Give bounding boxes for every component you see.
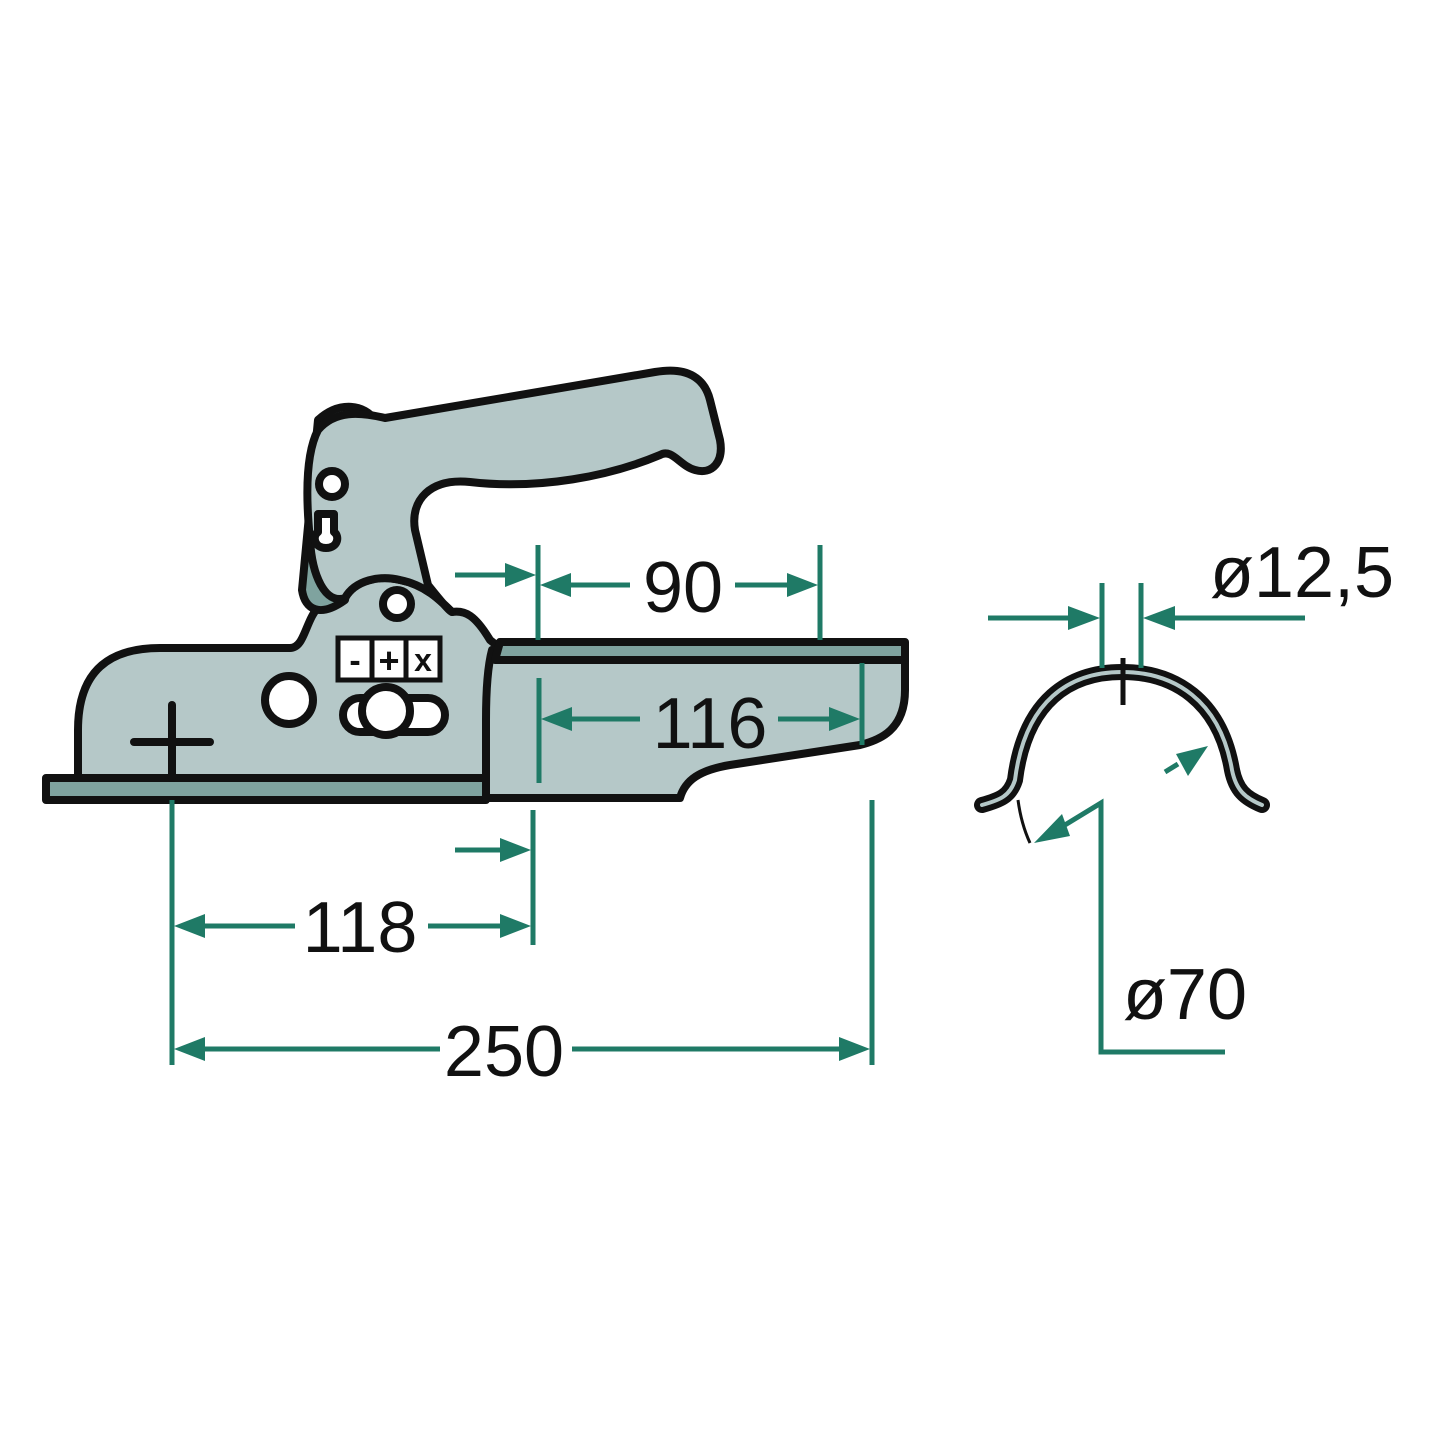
dim-bolt-diameter-label: ø12,5	[1210, 533, 1394, 613]
dimension-116: 116	[536, 663, 865, 783]
drawbar-mount	[482, 646, 909, 802]
handle	[303, 366, 725, 616]
keyhole-slot	[310, 510, 342, 552]
dim-116-label: 116	[653, 684, 768, 764]
dim-250-label: 250	[444, 1012, 564, 1092]
indicator-plus: +	[378, 640, 399, 681]
dimension-tube-diameter: ø70	[1034, 746, 1247, 1055]
housing-hole-upper	[379, 586, 415, 622]
dim-118-label: 118	[303, 888, 418, 968]
pivot-hole	[315, 467, 349, 501]
dimension-118: 118	[169, 800, 536, 1065]
wear-indicator: - + x	[335, 635, 443, 683]
adjust-pin	[358, 683, 414, 739]
dim-90-label: 90	[643, 548, 723, 628]
saddle-clamp	[974, 658, 1270, 844]
dimension-250: 250	[174, 800, 875, 1092]
coupling-body	[42, 366, 909, 804]
housing-hole-large	[261, 672, 317, 728]
indicator-minus: -	[349, 642, 360, 680]
dimension-90: 90	[455, 545, 823, 640]
tube-diameter-arc	[1016, 799, 1032, 844]
dim-tube-diameter-label: ø70	[1123, 955, 1247, 1035]
mount-top-strip	[491, 638, 909, 664]
indicator-x: x	[414, 642, 432, 678]
dimension-bolt-diameter: ø12,5	[988, 533, 1394, 668]
